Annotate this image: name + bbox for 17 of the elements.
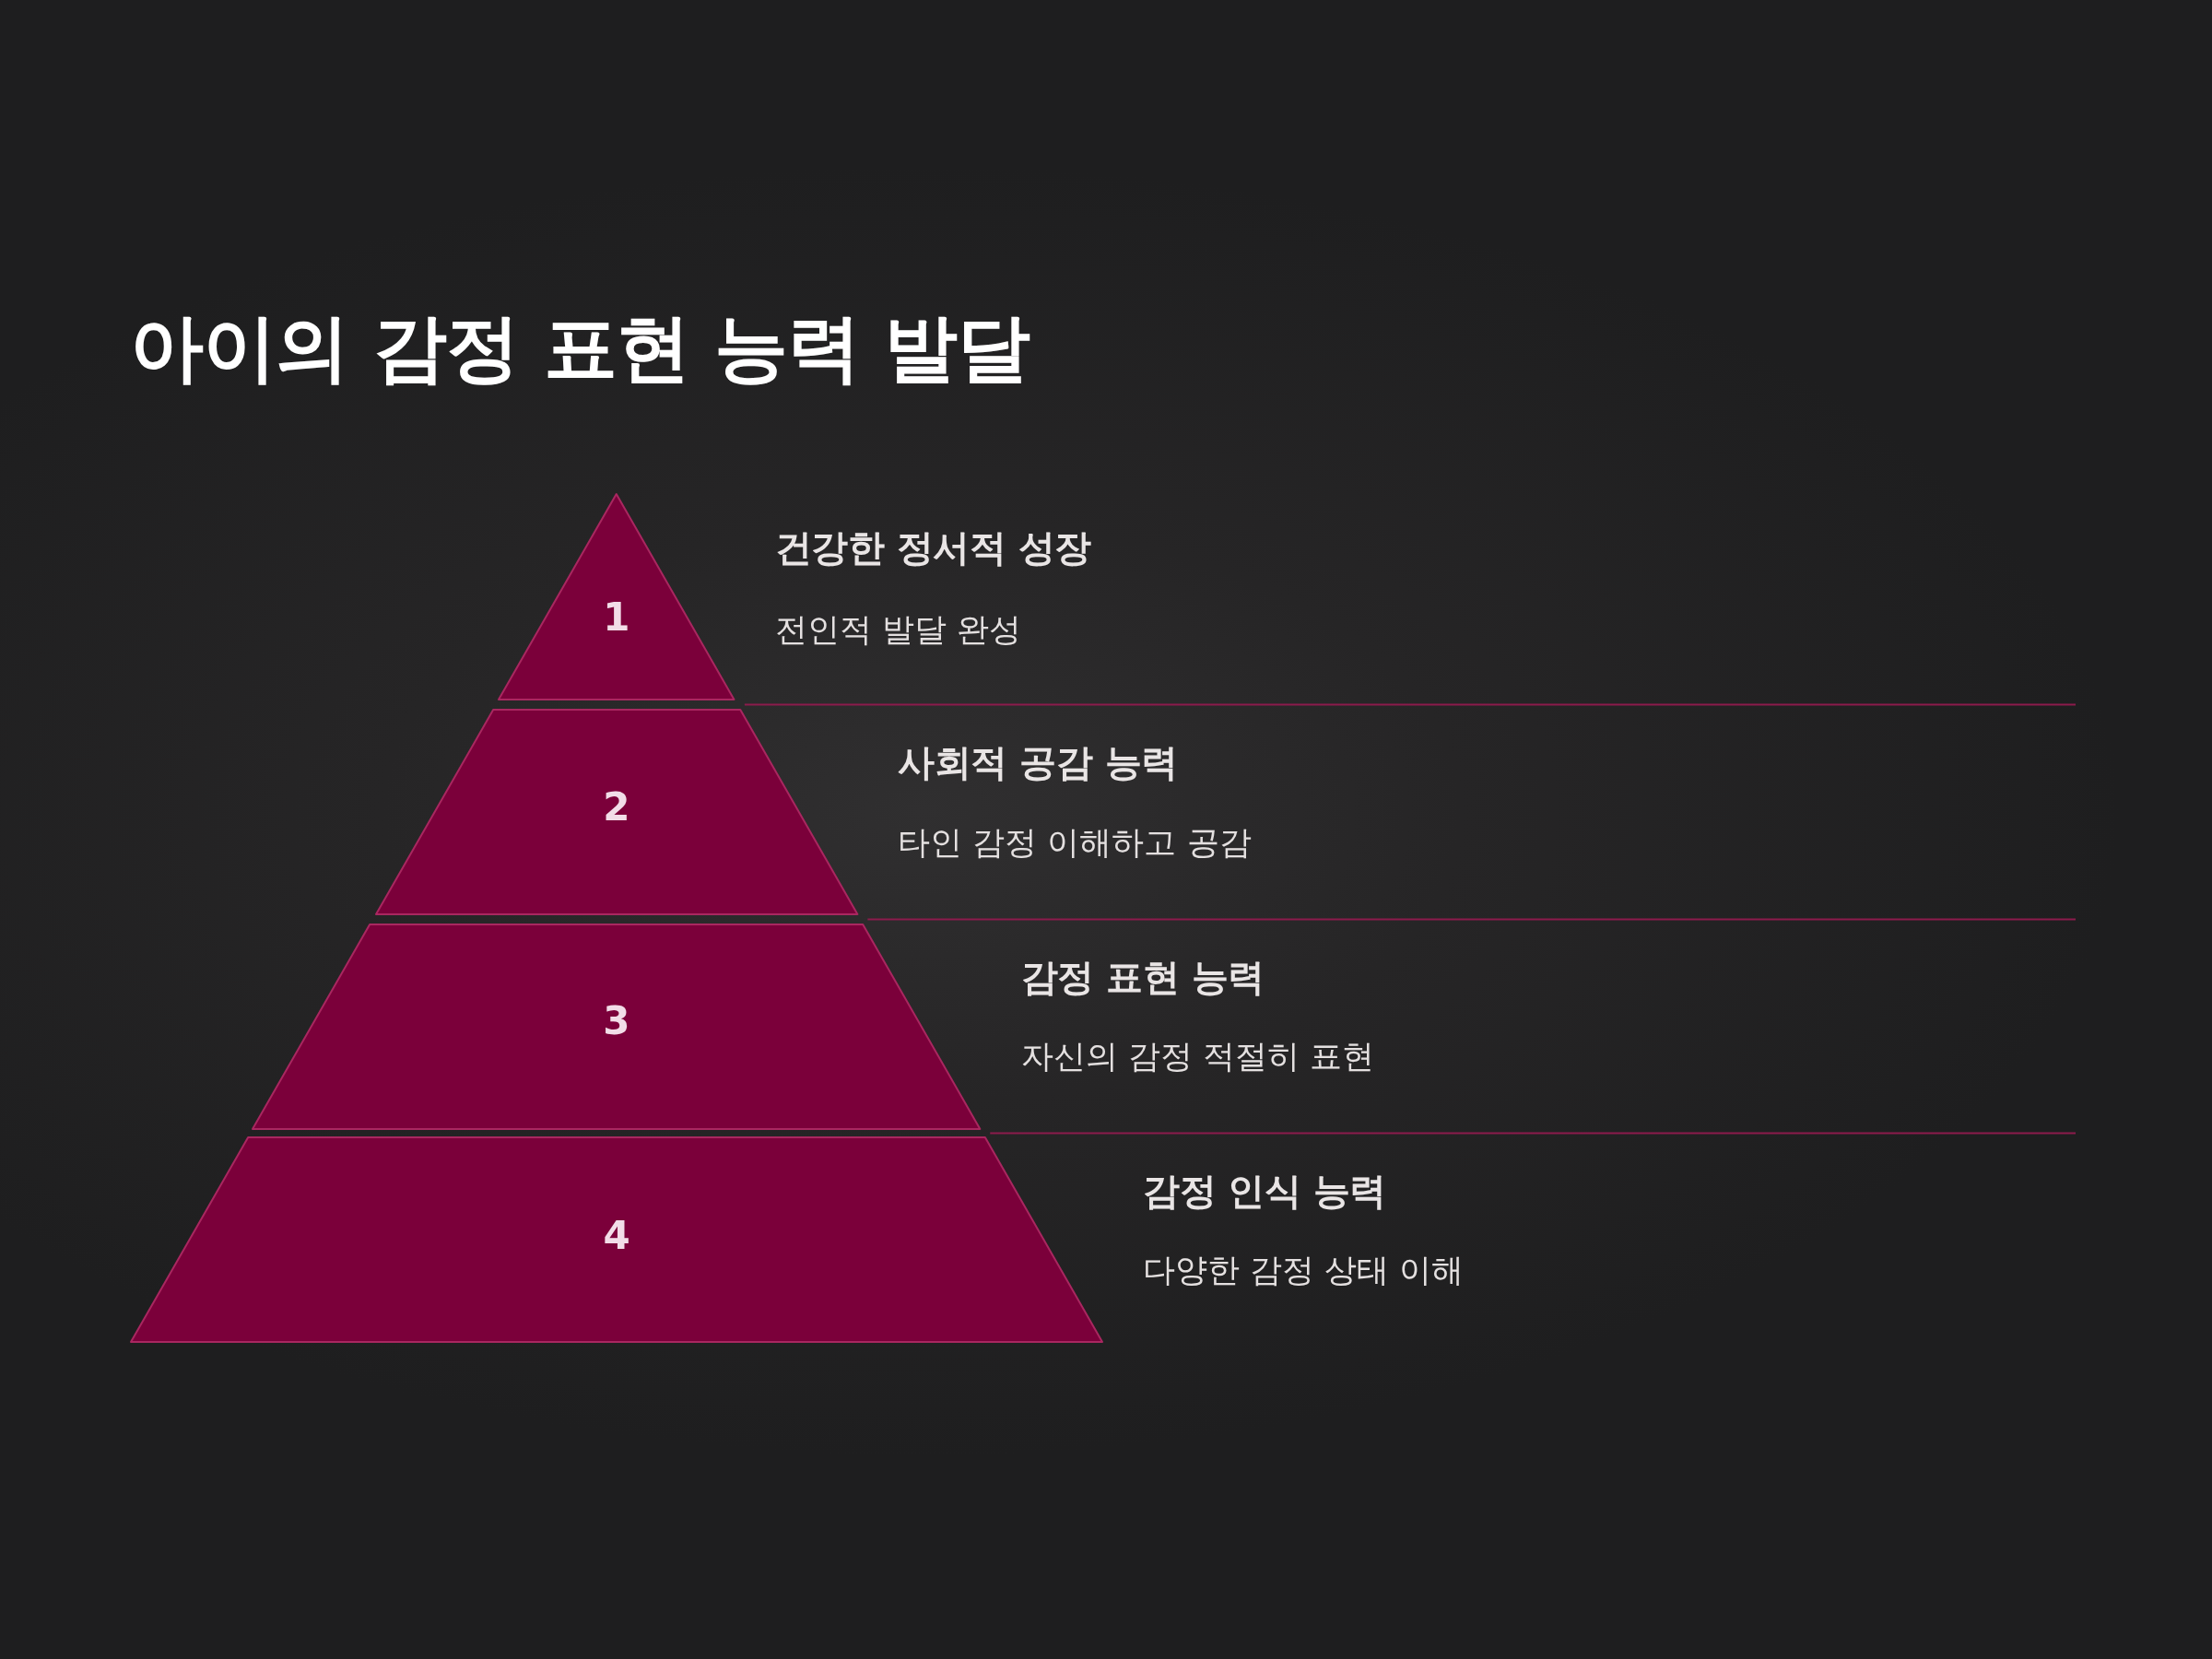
tier-description: 타인 감정 이해하고 공감: [898, 823, 1252, 862]
tier-number: 4: [603, 1212, 630, 1260]
tier-description: 자신의 감정 적절히 표현: [1020, 1037, 1375, 1076]
tier-heading: 사회적 공감 능력: [898, 740, 1178, 784]
tier-number: 1: [603, 594, 630, 641]
pyramid-tier: [128, 1135, 1105, 1345]
tier-number: 3: [603, 997, 630, 1045]
tier-number: 2: [603, 783, 630, 831]
pyramid-tier: [496, 491, 737, 702]
tier-heading: 감정 표현 능력: [1020, 955, 1265, 999]
tier-heading: 감정 인식 능력: [1143, 1169, 1386, 1213]
pyramid-tier: [372, 707, 861, 917]
tier-heading: 건강한 정서적 성장: [774, 525, 1091, 570]
slide-title: 아이의 감정 표현 능력 발달: [130, 304, 1030, 393]
tier-description: 전인적 발달 완성: [774, 610, 1021, 649]
pyramid-tier: [250, 922, 983, 1132]
tier-description: 다양한 감정 상태 이해: [1143, 1251, 1465, 1289]
